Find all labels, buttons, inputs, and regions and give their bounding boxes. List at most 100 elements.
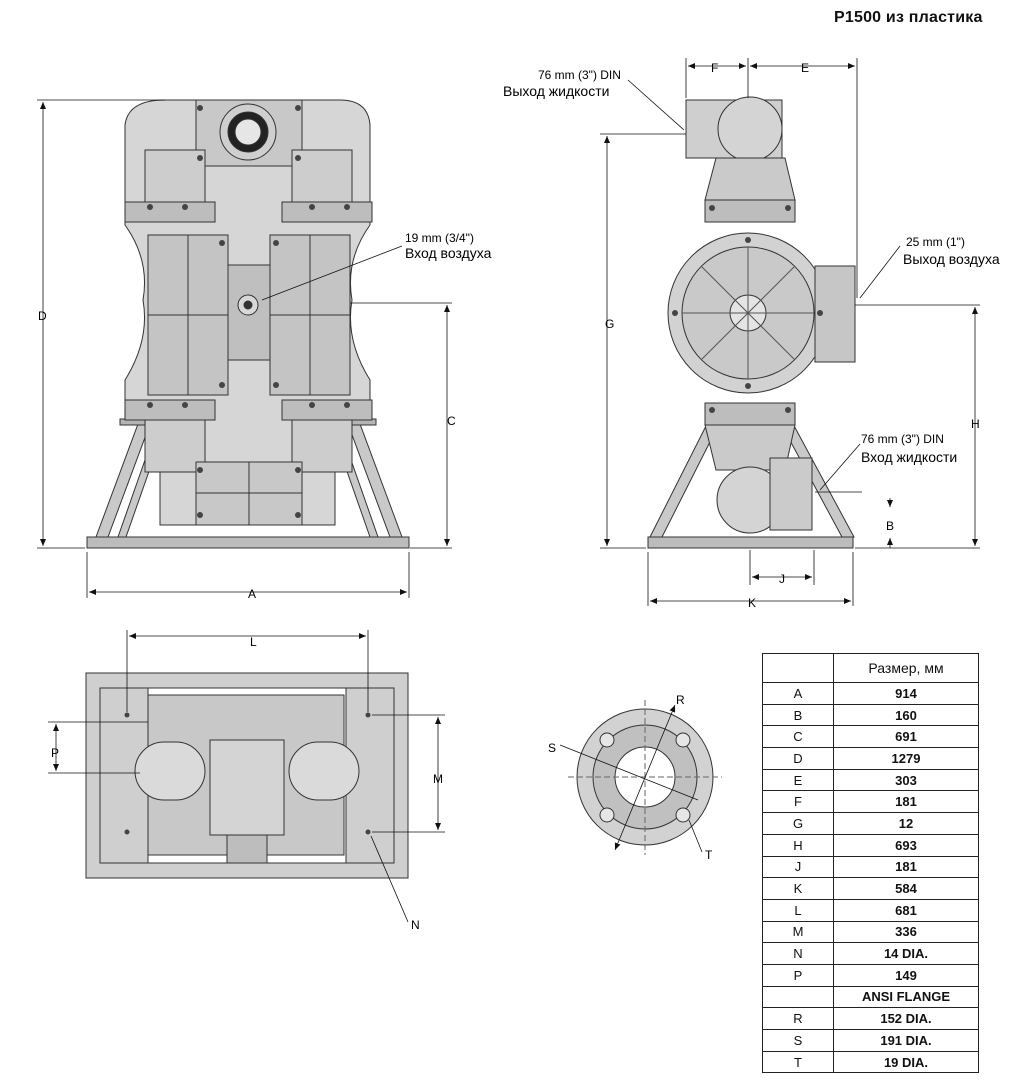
dimension-value: 691 (833, 725, 979, 749)
dimension-value: 14 DIA. (833, 942, 979, 965)
top-right-elbow (288, 741, 360, 801)
hole-leader-T (688, 819, 703, 853)
dimension-value: 19 DIA. (833, 1050, 979, 1074)
dimension-key: H (762, 833, 834, 857)
dim-label-N: N (411, 918, 420, 932)
dim-label-T: T (705, 848, 713, 862)
dimension-key: R (762, 1007, 834, 1030)
front-dimensions (37, 99, 452, 598)
dim-label-E: E (801, 61, 809, 75)
dim-label-G: G (605, 317, 614, 331)
dim-label-D: D (38, 309, 47, 323)
dim-label-R: R (676, 693, 685, 707)
dimension-key: E (762, 768, 834, 792)
dimension-value: 181 (833, 790, 979, 814)
top-dimensions (48, 630, 445, 923)
dim-label-C: C (447, 414, 456, 428)
page-title: P1500 из пластика (834, 9, 983, 26)
dimension-value: 12 (833, 812, 979, 835)
dim-label-S: S (548, 741, 556, 755)
front-view (86, 99, 410, 549)
dimension-key: S (762, 1029, 834, 1052)
dimension-key: T (762, 1050, 834, 1074)
dimension-key: D (762, 747, 834, 770)
table-section-row: ANSI FLANGE (762, 985, 979, 1009)
dimension-key: L (762, 898, 834, 922)
flange-dimensions (559, 704, 703, 853)
dimension-key: P (762, 963, 834, 987)
dimension-value: 681 (833, 898, 979, 922)
side-air-exhaust (814, 265, 856, 363)
dim-label-P: P (51, 746, 59, 760)
side-view (647, 96, 856, 549)
outlet-size-label: 76 mm (3") DIN (538, 68, 621, 82)
dimension-key: J (762, 855, 834, 879)
dim-label-M: M (433, 772, 443, 786)
dimension-value: 914 (833, 682, 979, 705)
dimension-key: F (762, 790, 834, 814)
dimension-key: C (762, 725, 834, 749)
air-inlet-leader (261, 245, 403, 301)
outlet-text-label: Выход жидкости (503, 83, 609, 99)
dim-label-B: B (886, 519, 894, 533)
inlet-size-label: 76 mm (3") DIN (861, 432, 944, 446)
table-header: Размер, мм (833, 653, 979, 683)
dimension-key: A (762, 682, 834, 705)
dimension-value: 584 (833, 877, 979, 900)
dimension-key: G (762, 812, 834, 835)
table-header-row: Размер, мм (762, 653, 979, 683)
dimension-value: 152 DIA. (833, 1007, 979, 1030)
dimension-value: 693 (833, 833, 979, 857)
dim-label-H: H (971, 417, 980, 431)
hole-leader-N (370, 835, 409, 923)
dimension-value: 191 DIA. (833, 1029, 979, 1052)
section-title: ANSI FLANGE (833, 985, 979, 1009)
dimension-value: 181 (833, 855, 979, 879)
dim-label-A: A (248, 587, 256, 601)
dim-line-R (614, 704, 676, 851)
dimension-key: N (762, 942, 834, 965)
side-dimensions (600, 58, 980, 606)
front-base-plate (86, 536, 410, 549)
dim-line-S (559, 744, 699, 801)
dim-label-J: J (779, 572, 785, 586)
dimension-key: M (762, 920, 834, 944)
dimension-value: 149 (833, 963, 979, 987)
outlet-leader (627, 79, 685, 131)
top-view (85, 672, 409, 879)
inlet-text-label: Вход жидкости (861, 449, 957, 465)
dim-label-F: F (711, 61, 718, 75)
dimension-value: 303 (833, 768, 979, 792)
air-exhaust-text-label: Выход воздуха (903, 251, 1000, 267)
side-base-plate (647, 536, 854, 549)
air-exhaust-leader (859, 245, 901, 299)
dimension-value: 1279 (833, 747, 979, 770)
top-left-elbow (134, 741, 206, 801)
dim-label-K: K (748, 596, 756, 610)
dimension-value: 336 (833, 920, 979, 944)
dimension-key: K (762, 877, 834, 900)
inlet-leader (819, 443, 861, 491)
flange-bolt-holes (599, 732, 691, 823)
air-inlet-text-label: Вход воздуха (405, 245, 492, 261)
air-exhaust-size-label: 25 mm (1") (906, 235, 965, 249)
dimension-value: 160 (833, 703, 979, 727)
